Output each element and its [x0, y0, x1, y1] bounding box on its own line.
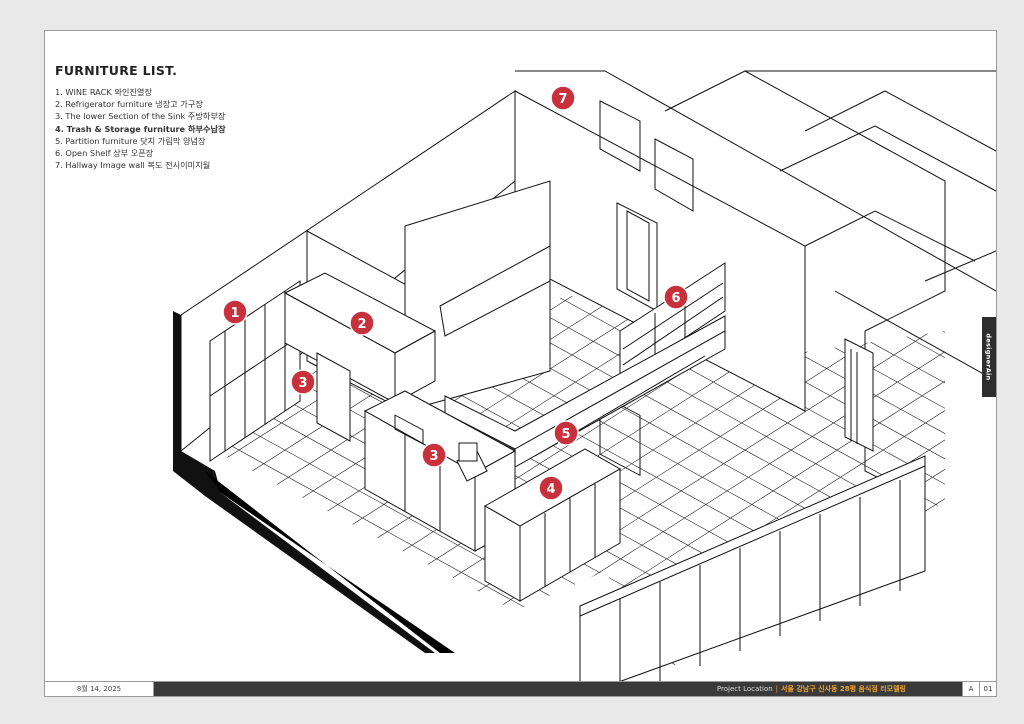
list-item: 3. The lower Section of the Sink 주방하부장 — [55, 111, 226, 122]
list-item: 6. Open Shelf 상부 오픈장 — [55, 148, 154, 159]
drawing-sheet: 1 2 3 3 4 5 6 7 FURNITURE LIST. 1. WINE … — [44, 30, 997, 697]
svg-text:2: 2 — [357, 317, 366, 332]
badge-7: 7 — [550, 85, 576, 111]
front-railing — [579, 455, 926, 696]
svg-text:1: 1 — [230, 306, 239, 321]
footer-separator: | — [775, 685, 779, 693]
project-location-label: Project Location — [716, 685, 773, 693]
tile-line — [215, 291, 678, 671]
tile-line — [215, 291, 816, 671]
list-title: FURNITURE LIST. — [55, 63, 178, 78]
footer-date: 8월 14, 2025 — [45, 682, 154, 696]
badge-5: 5 — [553, 420, 579, 446]
svg-text:5: 5 — [561, 427, 570, 442]
tile-line — [215, 291, 945, 671]
project-location-value: 서울 강남구 신사동 28평 음식점 리모델링 — [781, 685, 906, 693]
sheet-letter: A — [962, 682, 979, 696]
sheet-number: 01 — [979, 682, 996, 696]
tile-line — [856, 291, 945, 671]
furniture-list: FURNITURE LIST. 1. WINE RACK 와인진열장 2. Re… — [55, 63, 295, 171]
footer-bar: Project Location | 서울 강남구 신사동 28평 음식점 리모… — [154, 682, 962, 696]
right-door — [844, 338, 874, 452]
svg-text:7: 7 — [558, 92, 567, 107]
list-item: 4. Trash & Storage furniture 하부수납장 — [55, 123, 226, 134]
badge-3-left: 3 — [290, 369, 316, 395]
badge-1: 1 — [222, 299, 248, 325]
list-item: 7. Hallway Image wall 복도 전시이미지월 — [55, 160, 211, 171]
svg-text:4: 4 — [546, 482, 555, 497]
tile-line — [215, 291, 945, 671]
title-block-footer: 8월 14, 2025 Project Location | 서울 강남구 신사… — [45, 681, 996, 696]
badge-4: 4 — [538, 475, 564, 501]
badge-6: 6 — [663, 284, 689, 310]
svg-text:3: 3 — [298, 376, 307, 391]
badge-2: 2 — [349, 310, 375, 336]
designer-label: designerAin — [985, 333, 993, 381]
list-item: 1. WINE RACK 와인진열장 — [55, 87, 152, 97]
wine-rack — [209, 280, 301, 462]
tile-line — [215, 291, 945, 671]
open-shelf — [619, 262, 726, 382]
tile-line — [304, 291, 945, 671]
list-items: 1. WINE RACK 와인진열장 2. Refrigerator furni… — [55, 86, 295, 171]
pos-terminal — [456, 442, 488, 482]
isometric-floor-plan: 1 2 3 3 4 5 6 7 — [173, 70, 996, 696]
designer-side-tab: designerAin — [982, 317, 996, 397]
list-item: 2. Refrigerator furniture 냉장고 가구장 — [55, 99, 203, 110]
badge-3-sink: 3 — [421, 442, 447, 468]
tile-line — [215, 291, 770, 671]
list-item: 5. Partition furniture 닷지 가림막 양념장 — [55, 135, 206, 146]
partition-wall-3 — [439, 245, 551, 337]
svg-text:6: 6 — [671, 291, 680, 306]
svg-text:3: 3 — [429, 449, 438, 464]
